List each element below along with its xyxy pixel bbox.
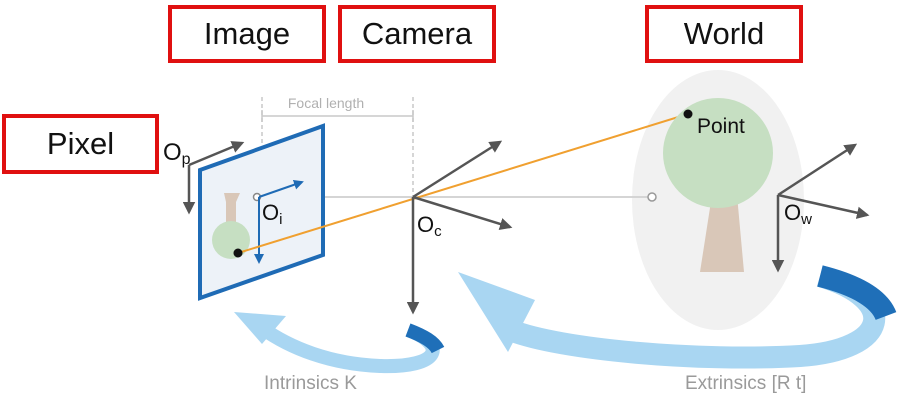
extrinsics-label: Extrinsics [R t]: [685, 373, 806, 394]
camera-x-axis: [412, 140, 503, 199]
intrinsics-label: Intrinsics K: [264, 373, 357, 394]
world-z-axis: [777, 193, 870, 219]
extrinsics-arrow-tail: [817, 265, 897, 321]
image-point: [233, 248, 243, 258]
point-label: Point: [697, 115, 745, 138]
camera-origin-label: Oc: [417, 212, 442, 240]
world-x-axis: [777, 143, 858, 197]
pixel-x-axis: [188, 141, 245, 167]
intrinsics-arrow-head: [234, 312, 286, 344]
intrinsics-arrow-tail: [405, 323, 445, 354]
extrinsics-arrow-head: [458, 272, 535, 352]
pixel-origin-label: Op: [163, 139, 191, 168]
projection-ray: [237, 113, 689, 254]
world-tree-foliage: [663, 98, 773, 208]
focal-length-label: Focal length: [288, 95, 364, 111]
image-x-axis: [258, 179, 304, 198]
pixel-label-box: Pixel: [2, 114, 159, 174]
camera-label-box: Camera: [338, 5, 496, 63]
projected-tree-foliage: [212, 221, 250, 259]
camera-z-axis: [412, 195, 513, 231]
world-tree-trunk: [700, 195, 744, 272]
optical-axis-end: [647, 192, 657, 202]
image-label-box: Image: [168, 5, 326, 63]
image-origin-label: Oi: [262, 200, 282, 228]
world-origin-label: Ow: [784, 200, 812, 228]
world-point: [683, 109, 693, 119]
projected-tree-trunk: [224, 193, 240, 222]
world-label-box: World: [645, 5, 803, 63]
